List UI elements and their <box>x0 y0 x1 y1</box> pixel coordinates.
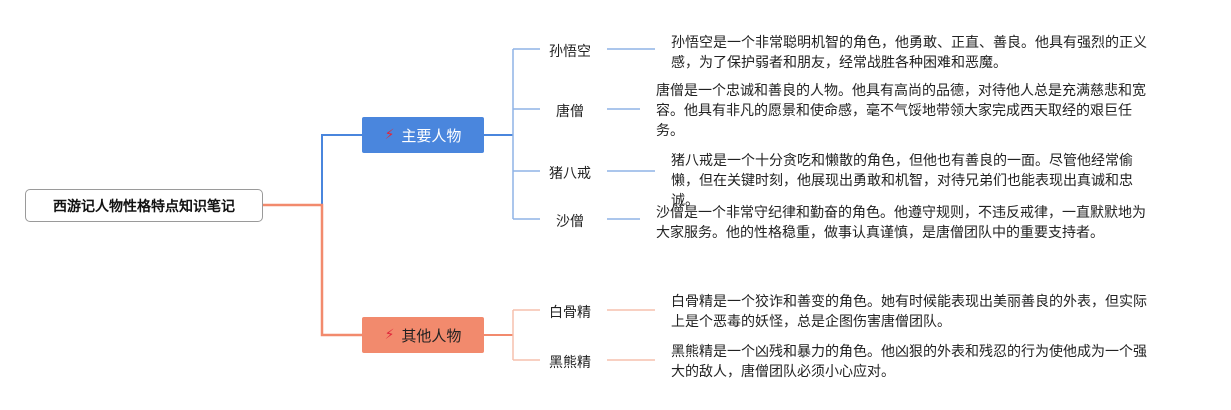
magic-wand-icon: ⚡ <box>384 127 395 143</box>
leaf-hei-xiong-jing[interactable]: 黑熊精 <box>549 355 591 371</box>
desc-bai-gu-jing: 白骨精是一个狡诈和善变的角色。她有时候能表现出美丽善良的外表，但实际上是个恶毒的… <box>671 294 1147 330</box>
desc-tang-seng: 唐僧是一个忠诚和善良的人物。他具有高尚的品德，对待他人总是充满慈悲和宽容。他具有… <box>656 83 1146 139</box>
root-topic[interactable]: 西游记人物性格特点知识笔记 <box>25 189 263 222</box>
leaf-sha-seng[interactable]: 沙僧 <box>556 214 584 230</box>
leaf-bai-gu-jing[interactable]: 白骨精 <box>549 305 591 321</box>
root-title: 西游记人物性格特点知识笔记 <box>53 198 235 215</box>
desc-hei-xiong-jing: 黑熊精是一个凶残和暴力的角色。他凶狠的外表和残忍的行为使他成为一个强大的敌人，唐… <box>671 344 1147 380</box>
branch-label: 主要人物 <box>401 126 462 145</box>
leaf-sun-wukong[interactable]: 孙悟空 <box>549 44 591 60</box>
magic-wand-icon: ⚡ <box>384 327 395 343</box>
branch-main-characters[interactable]: ⚡ 主要人物 <box>362 117 484 153</box>
leaf-zhu-bajie[interactable]: 猪八戒 <box>549 166 591 182</box>
desc-sun-wukong: 孙悟空是一个非常聪明机智的角色，他勇敢、正直、善良。他具有强烈的正义感，为了保护… <box>671 35 1147 71</box>
branch-label: 其他人物 <box>401 326 462 345</box>
leaf-tang-seng[interactable]: 唐僧 <box>556 104 584 120</box>
branch-other-characters[interactable]: ⚡ 其他人物 <box>362 317 484 353</box>
desc-zhu-bajie: 猪八戒是一个十分贪吃和懒散的角色，但他也有善良的一面。尽管他经常偷懒，但在关键时… <box>671 153 1133 209</box>
desc-sha-seng: 沙僧是一个非常守纪律和勤奋的角色。他遵守规则，不违反戒律，一直默默地为大家服务。… <box>656 205 1146 241</box>
